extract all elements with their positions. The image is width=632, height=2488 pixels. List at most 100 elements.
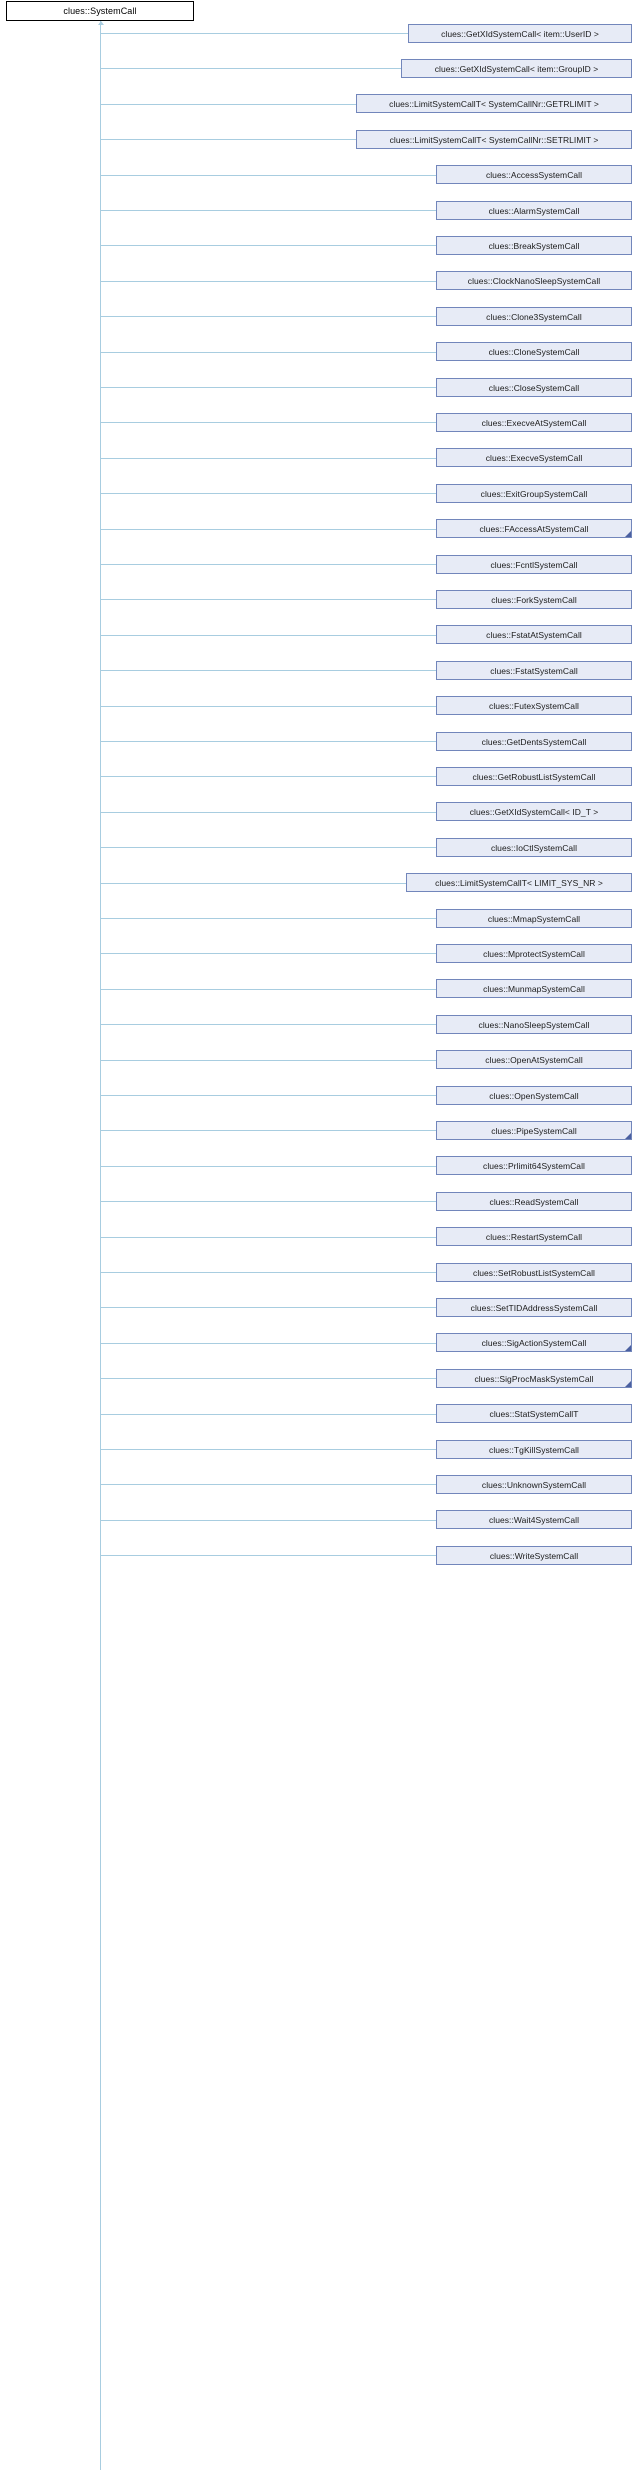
- derived-class-label: clues::OpenAtSystemCall: [485, 1054, 583, 1065]
- inheritance-edge: [100, 68, 401, 69]
- root-class-label: clues::SystemCall: [63, 6, 137, 16]
- inheritance-edge: [100, 139, 356, 140]
- derived-class-label: clues::ClockNanoSleepSystemCall: [467, 275, 601, 286]
- derived-class-node[interactable]: clues::Wait4SystemCall: [436, 1510, 632, 1529]
- derived-class-node[interactable]: clues::GetXIdSystemCall< ID_T >: [436, 802, 632, 821]
- derived-class-node[interactable]: clues::FutexSystemCall: [436, 696, 632, 715]
- inheritance-edge: [100, 883, 406, 884]
- inheritance-edge: [100, 670, 436, 671]
- derived-class-label: clues::CloneSystemCall: [488, 346, 580, 357]
- derived-class-node[interactable]: clues::IoCtlSystemCall: [436, 838, 632, 857]
- derived-class-node[interactable]: clues::ExecveAtSystemCall: [436, 413, 632, 432]
- derived-class-node[interactable]: clues::RestartSystemCall: [436, 1227, 632, 1246]
- derived-class-node[interactable]: clues::GetXIdSystemCall< item::GroupID >: [401, 59, 632, 78]
- inheritance-edge: [100, 210, 436, 211]
- inheritance-edge: [100, 316, 436, 317]
- derived-class-node[interactable]: clues::GetRobustListSystemCall: [436, 767, 632, 786]
- derived-class-label: clues::CloseSystemCall: [488, 382, 580, 393]
- derived-class-node[interactable]: clues::AccessSystemCall: [436, 165, 632, 184]
- derived-class-label: clues::ExecveAtSystemCall: [481, 417, 587, 428]
- derived-class-node[interactable]: clues::WriteSystemCall: [436, 1546, 632, 1565]
- derived-class-node[interactable]: clues::OpenAtSystemCall: [436, 1050, 632, 1069]
- derived-class-node[interactable]: clues::MunmapSystemCall: [436, 979, 632, 998]
- derived-class-node[interactable]: clues::ReadSystemCall: [436, 1192, 632, 1211]
- derived-class-label: clues::ExecveSystemCall: [485, 452, 583, 463]
- derived-class-node[interactable]: clues::ExitGroupSystemCall: [436, 484, 632, 503]
- derived-class-node[interactable]: clues::TgKillSystemCall: [436, 1440, 632, 1459]
- inheritance-edge: [100, 281, 436, 282]
- derived-class-node[interactable]: clues::SigProcMaskSystemCall: [436, 1369, 632, 1388]
- derived-class-node[interactable]: clues::FstatAtSystemCall: [436, 625, 632, 644]
- derived-class-node[interactable]: clues::ExecveSystemCall: [436, 448, 632, 467]
- inheritance-edge: [100, 422, 436, 423]
- derived-class-node[interactable]: clues::BreakSystemCall: [436, 236, 632, 255]
- derived-class-node[interactable]: clues::LimitSystemCallT< LIMIT_SYS_NR >: [406, 873, 632, 892]
- derived-class-node[interactable]: clues::LimitSystemCallT< SystemCallNr::G…: [356, 94, 632, 113]
- derived-class-node[interactable]: clues::FstatSystemCall: [436, 661, 632, 680]
- derived-class-node[interactable]: clues::UnknownSystemCall: [436, 1475, 632, 1494]
- derived-class-label: clues::GetXIdSystemCall< item::GroupID >: [434, 63, 599, 74]
- derived-class-node[interactable]: clues::FAccessAtSystemCall: [436, 519, 632, 538]
- inheritance-edge: [100, 741, 436, 742]
- inheritance-edge: [100, 245, 436, 246]
- inheritance-edge: [100, 352, 436, 353]
- inheritance-edge: [100, 989, 436, 990]
- inheritance-edge: [100, 706, 436, 707]
- derived-class-node[interactable]: clues::LimitSystemCallT< SystemCallNr::S…: [356, 130, 632, 149]
- inheritance-edge: [100, 33, 408, 34]
- derived-class-label: clues::FcntlSystemCall: [490, 559, 578, 570]
- derived-class-label: clues::FstatSystemCall: [490, 665, 578, 676]
- derived-class-label: clues::MmapSystemCall: [487, 913, 581, 924]
- derived-class-label: clues::AlarmSystemCall: [488, 205, 580, 216]
- derived-class-node[interactable]: clues::StatSystemCallT: [436, 1404, 632, 1423]
- derived-class-node[interactable]: clues::CloneSystemCall: [436, 342, 632, 361]
- derived-class-node[interactable]: clues::GetDentsSystemCall: [436, 732, 632, 751]
- inheritance-edge: [100, 1237, 436, 1238]
- inheritance-edge: [100, 387, 436, 388]
- derived-class-label: clues::PipeSystemCall: [491, 1125, 577, 1136]
- derived-class-node[interactable]: clues::GetXIdSystemCall< item::UserID >: [408, 24, 632, 43]
- inheritance-edge: [100, 1166, 436, 1167]
- derived-class-node[interactable]: clues::PipeSystemCall: [436, 1121, 632, 1140]
- derived-class-node[interactable]: clues::ForkSystemCall: [436, 590, 632, 609]
- derived-class-label: clues::SigProcMaskSystemCall: [474, 1373, 594, 1384]
- derived-class-label: clues::Prlimit64SystemCall: [483, 1160, 585, 1171]
- derived-class-node[interactable]: clues::SetRobustListSystemCall: [436, 1263, 632, 1282]
- derived-class-node[interactable]: clues::Prlimit64SystemCall: [436, 1156, 632, 1175]
- derived-class-node[interactable]: clues::FcntlSystemCall: [436, 555, 632, 574]
- derived-class-node[interactable]: clues::MmapSystemCall: [436, 909, 632, 928]
- inheritance-edge: [100, 458, 436, 459]
- derived-class-node[interactable]: clues::MprotectSystemCall: [436, 944, 632, 963]
- derived-class-label: clues::LimitSystemCallT< SystemCallNr::S…: [389, 134, 599, 145]
- derived-class-node[interactable]: clues::SigActionSystemCall: [436, 1333, 632, 1352]
- inheritance-edge: [100, 1414, 436, 1415]
- derived-class-label: clues::TgKillSystemCall: [489, 1444, 579, 1455]
- derived-class-label: clues::Clone3SystemCall: [486, 311, 582, 322]
- root-class-node[interactable]: clues::SystemCall: [6, 1, 194, 21]
- derived-class-node[interactable]: clues::Clone3SystemCall: [436, 307, 632, 326]
- derived-class-label: clues::Wait4SystemCall: [488, 1514, 580, 1525]
- inheritance-edge: [100, 812, 436, 813]
- derived-class-label: clues::ReadSystemCall: [489, 1196, 579, 1207]
- derived-class-node[interactable]: clues::CloseSystemCall: [436, 378, 632, 397]
- derived-class-label: clues::StatSystemCallT: [489, 1408, 579, 1419]
- derived-class-label: clues::OpenSystemCall: [489, 1090, 579, 1101]
- derived-class-label: clues::BreakSystemCall: [488, 240, 580, 251]
- inheritance-edge: [100, 1307, 436, 1308]
- derived-class-node[interactable]: clues::OpenSystemCall: [436, 1086, 632, 1105]
- derived-class-label: clues::FutexSystemCall: [489, 700, 579, 711]
- derived-class-node[interactable]: clues::AlarmSystemCall: [436, 201, 632, 220]
- inheritance-edge: [100, 1555, 436, 1556]
- derived-class-node[interactable]: clues::ClockNanoSleepSystemCall: [436, 271, 632, 290]
- inheritance-edge: [100, 493, 436, 494]
- inheritance-edge: [100, 847, 436, 848]
- derived-class-label: clues::LimitSystemCallT< SystemCallNr::G…: [389, 98, 599, 109]
- inheritance-edge: [100, 776, 436, 777]
- inheritance-edge: [100, 1024, 436, 1025]
- derived-class-node[interactable]: clues::SetTIDAddressSystemCall: [436, 1298, 632, 1317]
- derived-class-label: clues::GetXIdSystemCall< item::UserID >: [441, 28, 599, 39]
- derived-class-label: clues::SetTIDAddressSystemCall: [470, 1302, 598, 1313]
- derived-class-label: clues::SigActionSystemCall: [481, 1337, 587, 1348]
- derived-class-node[interactable]: clues::NanoSleepSystemCall: [436, 1015, 632, 1034]
